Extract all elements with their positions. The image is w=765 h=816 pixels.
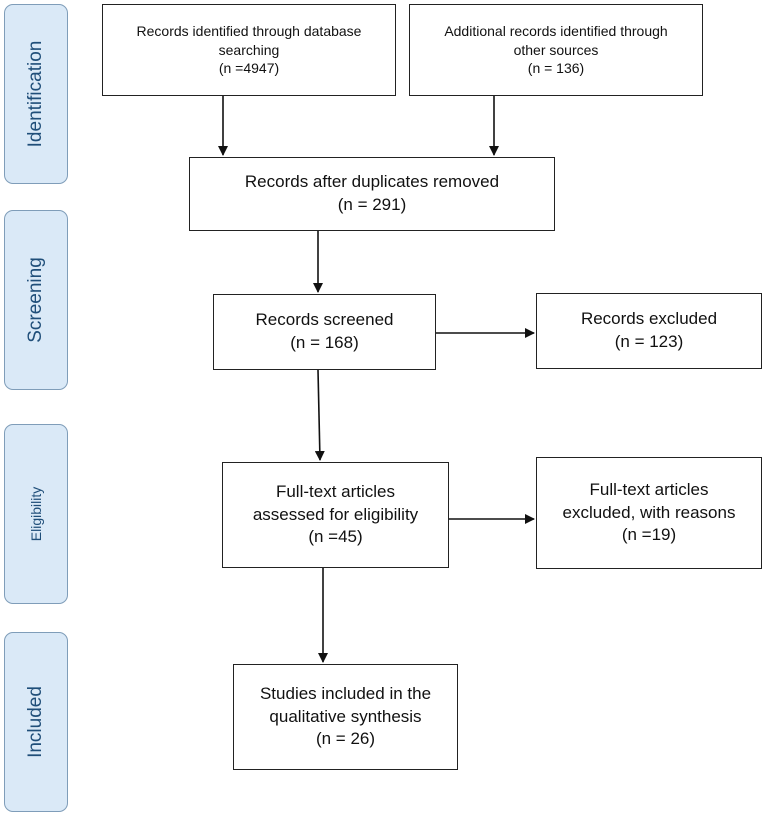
arrow-screened-to-fulltext (314, 369, 325, 461)
fulltext-excluded-box: Full-text articles excluded, with reason… (536, 457, 762, 569)
fulltext-assessed-count: (n =45) (308, 527, 363, 547)
fulltext-assessed-box: Full-text articles assessed for eligibil… (222, 462, 449, 568)
fulltext-excluded-count: (n =19) (621, 525, 677, 545)
fulltext-excluded-line1: Full-text articles (589, 479, 709, 499)
duplicates-removed-line1: Records after duplicates removed (244, 172, 500, 192)
duplicates-removed-count: (n = 291) (337, 195, 407, 214)
other-sources-count: (n = 136) (527, 60, 585, 77)
included-studies-box: Studies included in the qualitative synt… (233, 664, 458, 770)
duplicates-removed-box: Records after duplicates removed (n = 29… (189, 157, 555, 231)
other-sources-line1: Additional records identified through (444, 22, 668, 39)
other-sources-box: Additional records identified through ot… (409, 4, 703, 96)
phase-eligibility: Eligibility (4, 424, 68, 604)
fulltext-excluded-line2: excluded, with reasons (562, 502, 736, 522)
included-studies-line1: Studies included in the (259, 683, 432, 703)
included-studies-count: (n = 26) (315, 729, 376, 749)
database-search-line1: Records identified through database (136, 22, 362, 39)
database-search-line2: searching (218, 41, 280, 58)
phase-screening: Screening (4, 210, 68, 390)
database-search-box: Records identified through database sear… (102, 4, 396, 96)
included-studies-line2: qualitative synthesis (269, 706, 422, 726)
other-sources-line2: other sources (513, 41, 599, 58)
phase-identification: Identification (4, 4, 68, 184)
records-screened-box: Records screened (n = 168) (213, 294, 436, 370)
records-screened-count: (n = 168) (290, 333, 359, 352)
phase-included: Included (4, 632, 68, 812)
records-excluded-count: (n = 123) (614, 332, 684, 351)
records-screened-line1: Records screened (255, 310, 394, 330)
records-excluded-line1: Records excluded (580, 309, 718, 329)
records-excluded-box: Records excluded (n = 123) (536, 293, 762, 369)
fulltext-assessed-line2: assessed for eligibility (252, 504, 419, 524)
database-search-count: (n =4947) (218, 60, 280, 77)
fulltext-assessed-line1: Full-text articles (275, 481, 395, 501)
